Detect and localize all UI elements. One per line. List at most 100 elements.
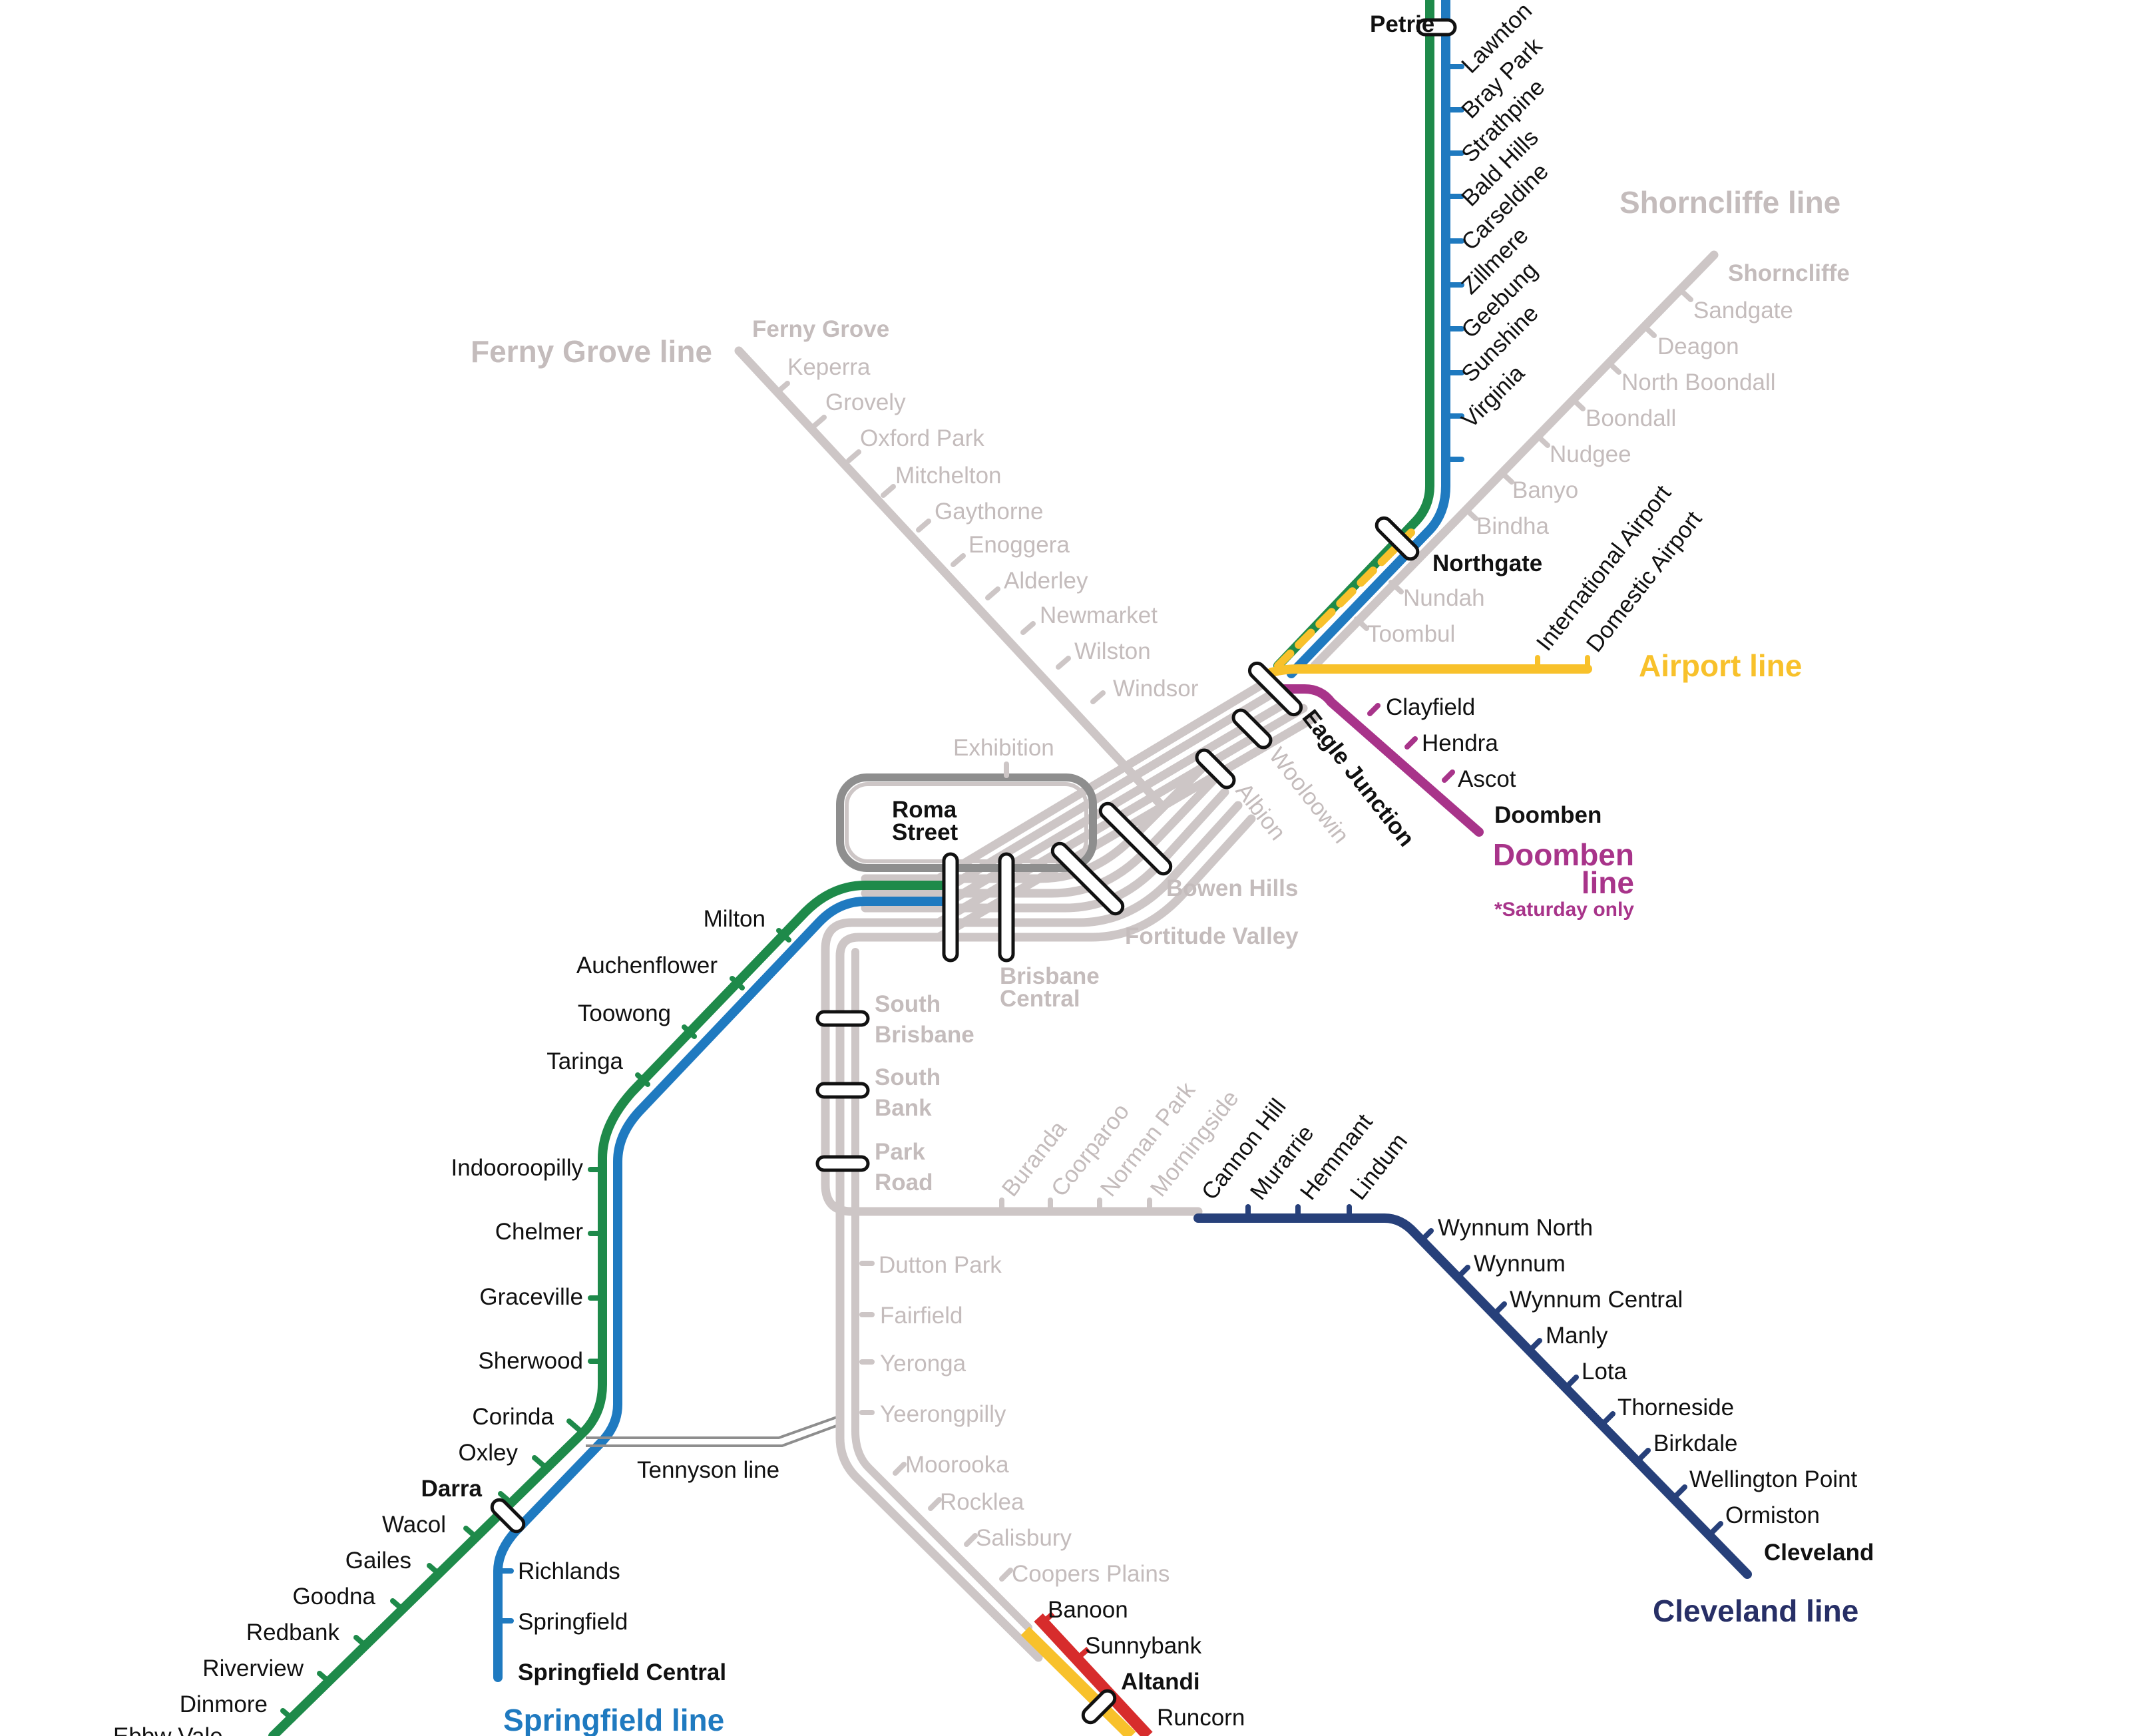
station-goodna: Goodna <box>292 1584 375 1610</box>
station-moorooka: Moorooka <box>905 1452 1009 1478</box>
line-titles: Ferny Grove line Shorncliffe line Airpor… <box>471 185 1858 1736</box>
station-ormiston: Ormiston <box>1725 1502 1820 1528</box>
station-roma-street-line2: Street <box>892 819 959 845</box>
southern-grey-lines <box>821 761 1203 1662</box>
station-newmarket: Newmarket <box>1040 602 1158 628</box>
station-birkdale: Birkdale <box>1653 1430 1737 1456</box>
station-auchenflower: Auchenflower <box>576 953 718 978</box>
station-riverview: Riverview <box>202 1655 304 1681</box>
station-park-road-line2: Road <box>875 1170 933 1195</box>
south-brisbane-interchange <box>815 1010 870 1027</box>
station-darra: Darra <box>421 1476 483 1502</box>
station-ascot: Ascot <box>1458 766 1516 792</box>
station-thorneside: Thorneside <box>1617 1395 1734 1420</box>
station-south-bank-line2: Bank <box>875 1095 932 1121</box>
title-ferny-grove-line: Ferny Grove line <box>471 334 712 369</box>
station-mitchelton: Mitchelton <box>895 463 1002 489</box>
station-graceville: Graceville <box>479 1284 583 1310</box>
title-doomben-line-1: Doomben <box>1493 837 1634 872</box>
station-clayfield: Clayfield <box>1386 694 1475 720</box>
station-indooroopilly: Indooroopilly <box>451 1155 584 1181</box>
station-wynnum: Wynnum <box>1474 1251 1566 1277</box>
station-salisbury: Salisbury <box>976 1525 1072 1551</box>
brisbane-central-interchange <box>942 852 959 963</box>
title-airport-line: Airport line <box>1639 648 1802 683</box>
wooloowin-interchange <box>1231 708 1273 750</box>
station-sunnybank: Sunnybank <box>1085 1633 1202 1659</box>
south-bank-interchange <box>815 1082 870 1099</box>
title-springfield-line: Springfield line <box>503 1703 724 1736</box>
station-brisbane-central-line2: Central <box>1000 986 1080 1012</box>
station-banyo: Banyo <box>1512 477 1578 503</box>
station-windsor: Windsor <box>1113 676 1199 702</box>
station-corinda: Corinda <box>472 1404 554 1430</box>
station-toowong: Toowong <box>578 1000 671 1026</box>
station-cleveland: Cleveland <box>1764 1540 1874 1566</box>
tennyson-line <box>586 1415 841 1447</box>
title-cleveland-line: Cleveland line <box>1653 1594 1858 1628</box>
station-grovely: Grovely <box>825 389 906 415</box>
station-springfield-central: Springfield Central <box>518 1659 726 1685</box>
park-road-interchange <box>815 1155 870 1172</box>
station-wellington-point: Wellington Point <box>1689 1466 1858 1492</box>
bowen-hills-interchange <box>1098 801 1173 876</box>
station-yeronga: Yeronga <box>880 1351 966 1377</box>
station-deagon: Deagon <box>1657 333 1739 359</box>
station-sherwood: Sherwood <box>478 1348 583 1374</box>
station-gaythorne: Gaythorne <box>935 499 1043 525</box>
station-roma-street-line1: Roma <box>892 797 957 823</box>
petrie-interchange <box>1416 18 1457 37</box>
altandi-interchange <box>1081 1689 1117 1725</box>
station-doomben: Doomben <box>1494 802 1602 828</box>
cleveland-line <box>1193 1204 1752 1579</box>
station-manly: Manly <box>1546 1323 1608 1349</box>
station-nundah: Nundah <box>1403 585 1485 611</box>
station-ferny-grove: Ferny Grove <box>752 316 889 342</box>
station-fortitude-valley: Fortitude Valley <box>1125 923 1299 949</box>
station-shorncliffe: Shorncliffe <box>1728 260 1850 286</box>
brisbane-central-interchange-2 <box>998 852 1015 963</box>
station-north-boondall: North Boondall <box>1621 369 1776 395</box>
station-wynnum-north: Wynnum North <box>1438 1215 1593 1241</box>
station-wynnum-central: Wynnum Central <box>1510 1287 1683 1313</box>
station-chelmer: Chelmer <box>495 1219 584 1245</box>
station-south-brisbane-line1: South <box>875 991 941 1017</box>
eagle-junction-interchange <box>1247 661 1303 717</box>
station-sandgate: Sandgate <box>1693 298 1793 324</box>
station-gailes: Gailes <box>345 1548 411 1574</box>
roma-street-loop <box>836 773 1097 872</box>
station-altandi: Altandi <box>1121 1669 1200 1695</box>
doomben-line <box>1277 684 1484 837</box>
station-park-road-line1: Park <box>875 1139 925 1165</box>
station-alderley: Alderley <box>1004 568 1088 594</box>
station-redbank: Redbank <box>246 1620 340 1645</box>
interchange-markers <box>490 18 1457 1725</box>
station-wacol: Wacol <box>382 1512 446 1538</box>
station-nudgee: Nudgee <box>1550 441 1631 467</box>
station-south-brisbane-line2: Brisbane <box>875 1022 974 1048</box>
station-enoggera: Enoggera <box>968 532 1070 558</box>
northgate-interchange <box>1375 516 1420 561</box>
station-hendra: Hendra <box>1422 730 1498 756</box>
station-rocklea: Rocklea <box>940 1489 1024 1515</box>
gold-coast-beenleigh-lines <box>1020 1611 1153 1736</box>
station-brisbane-central-line1: Brisbane <box>1000 963 1100 989</box>
station-yeerongpilly: Yeerongpilly <box>880 1401 1006 1427</box>
station-milton: Milton <box>704 906 765 932</box>
station-oxford-park: Oxford Park <box>860 425 984 451</box>
station-toombul: Toombul <box>1367 621 1455 647</box>
station-boondall: Boondall <box>1586 405 1676 431</box>
station-northgate: Northgate <box>1432 550 1542 576</box>
station-exhibition: Exhibition <box>953 735 1054 761</box>
station-taringa: Taringa <box>546 1048 623 1074</box>
doomben-saturday-note: *Saturday only <box>1494 899 1634 921</box>
station-petrie: Petrie <box>1370 11 1434 37</box>
station-coopers-plains: Coopers Plains <box>1012 1561 1170 1587</box>
albion-interchange <box>1195 748 1236 789</box>
station-springfield: Springfield <box>518 1609 628 1635</box>
station-dutton-park: Dutton Park <box>879 1252 1002 1278</box>
station-dinmore: Dinmore <box>180 1691 268 1717</box>
station-runcorn: Runcorn <box>1157 1705 1245 1731</box>
station-south-bank-line1: South <box>875 1064 941 1090</box>
